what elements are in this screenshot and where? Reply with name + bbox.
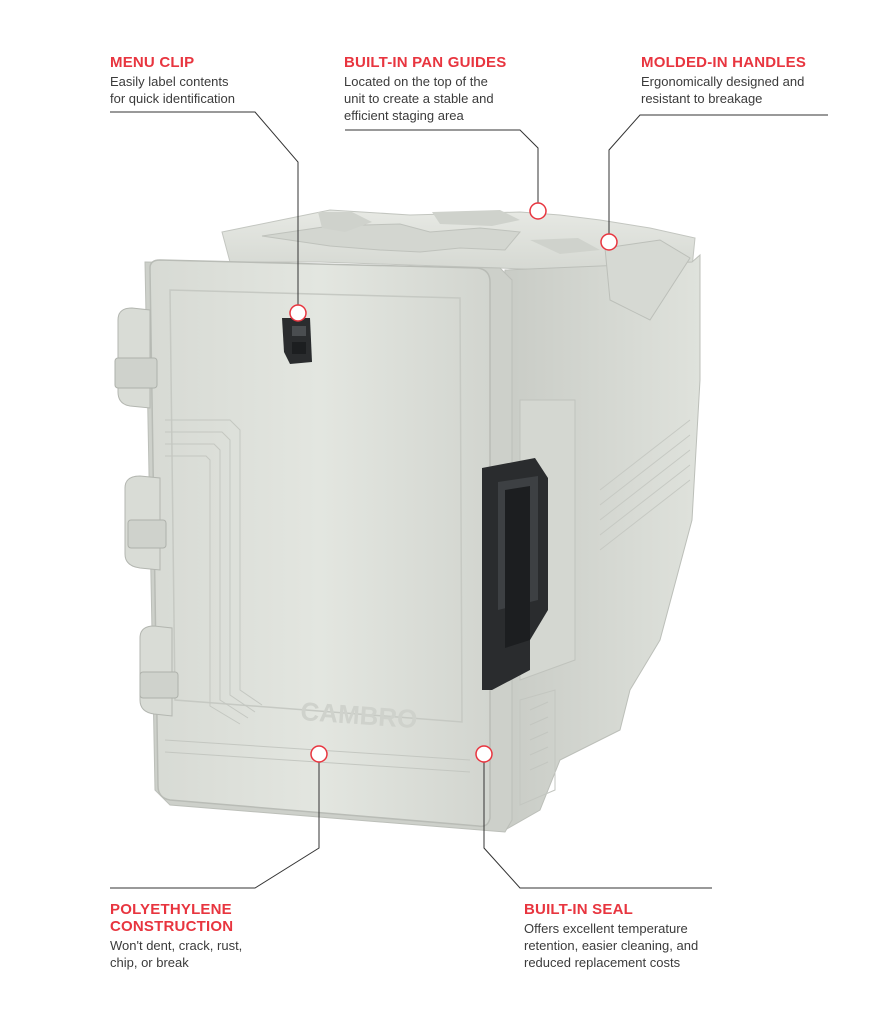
seal-leader bbox=[483, 762, 712, 889]
seal-marker bbox=[475, 745, 493, 763]
handles-leader bbox=[608, 114, 828, 234]
pan-guides-leader bbox=[345, 129, 539, 203]
callout-description: Easily label contents for quick identifi… bbox=[110, 74, 236, 106]
handles-marker bbox=[600, 233, 618, 251]
menu-clip bbox=[282, 318, 312, 364]
callout-title: MENU CLIP bbox=[110, 54, 195, 71]
callout-pan-guides: BUILT-IN PAN GUIDES Located on the top o… bbox=[344, 54, 506, 124]
callout-title: BUILT-IN SEAL bbox=[524, 901, 633, 918]
menu-clip-leader bbox=[110, 111, 299, 305]
callout-description: Won't dent, crack, rust, chip, or break bbox=[110, 938, 243, 970]
pan-guides bbox=[261, 223, 521, 253]
callout-seal: BUILT-IN SEAL Offers excellent temperatu… bbox=[524, 901, 698, 971]
top-surface bbox=[221, 209, 696, 273]
door-hinges bbox=[114, 307, 179, 717]
callout-title: BUILT-IN PAN GUIDES bbox=[344, 54, 507, 71]
front-door: CAMBRO bbox=[149, 259, 491, 828]
menu-clip-marker bbox=[289, 304, 307, 322]
callout-polyethylene: POLYETHYLENE CONSTRUCTION Won't dent, cr… bbox=[110, 901, 242, 971]
callout-title: MOLDED-IN HANDLES bbox=[641, 54, 807, 71]
callout-description: Offers excellent temperature retention, … bbox=[524, 921, 699, 970]
molded-in-handle bbox=[604, 239, 691, 321]
door-latch bbox=[482, 458, 548, 690]
callout-description: Ergonomically designed and resistant to … bbox=[641, 74, 805, 106]
callout-handles: MOLDED-IN HANDLES Ergonomically designed… bbox=[641, 54, 806, 107]
callout-title: POLYETHYLENE CONSTRUCTION bbox=[110, 901, 234, 935]
callout-description: Located on the top of the unit to create… bbox=[344, 74, 494, 123]
polyethylene-marker bbox=[310, 745, 328, 763]
polyethylene-leader bbox=[110, 762, 320, 889]
callout-menu-clip: MENU CLIP Easily label contents for quic… bbox=[110, 54, 235, 107]
pan-guides-marker bbox=[529, 202, 547, 220]
